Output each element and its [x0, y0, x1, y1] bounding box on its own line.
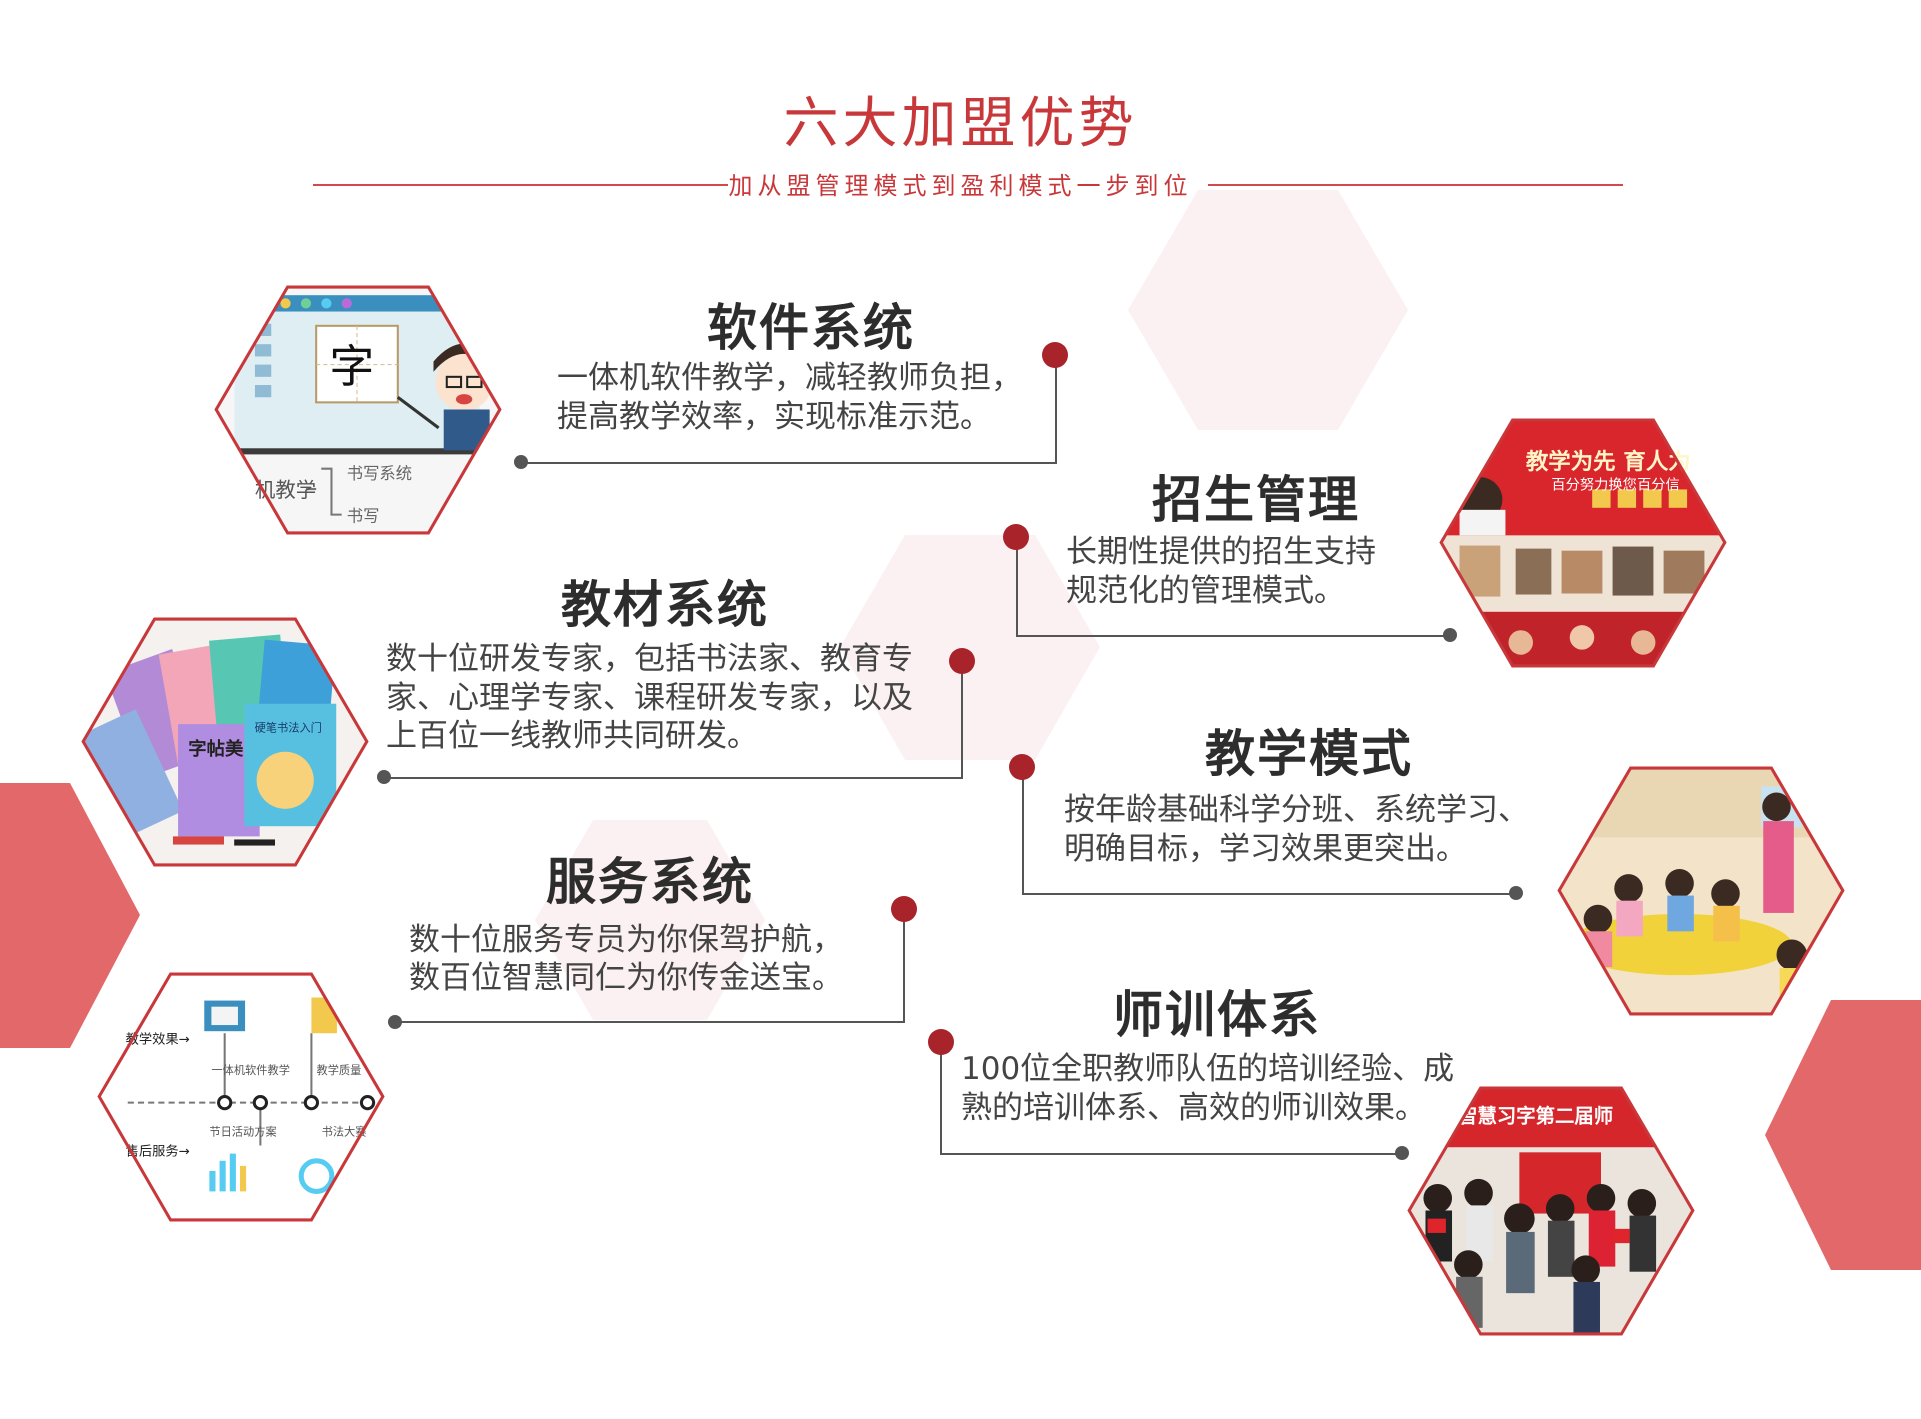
textbook-image-book-2: 硬笔书法入门 [255, 720, 322, 734]
textbook-desc-line-2: 家、心理学专家、课程研发专家，以及 [386, 680, 913, 716]
enrollment-dot-red [1003, 524, 1029, 550]
software-image-branch1: 书写系统 [347, 464, 412, 483]
enrollment-connector [1016, 537, 1452, 637]
textbook-title: 教材系统 [561, 575, 769, 634]
textbook-dot-red [949, 648, 975, 674]
teaching-connector [1022, 768, 1518, 895]
service-image-label-effect: 教学效果→ [126, 1031, 190, 1047]
training-image-banner: 智慧习字第二届师 [1458, 1105, 1613, 1128]
teaching-image-hexagon [1557, 766, 1845, 1016]
enrollment-title: 招生管理 [1152, 470, 1360, 529]
service-dot-red [891, 896, 917, 922]
page-subtitle: 加从盟管理模式到盈利模式一步到位 [728, 172, 1193, 200]
teaching-dot-red [1009, 754, 1035, 780]
service-image-label-software: 一体机软件教学 [211, 1063, 290, 1077]
training-desc-line-2: 熟的培训体系、高效的师训效果。 [961, 1090, 1426, 1126]
service-image-label-after: 售后服务→ [126, 1144, 190, 1160]
teaching-dot-gray [1509, 886, 1523, 900]
software-image-branch2: 书写 [347, 507, 380, 526]
service-desc-line-1: 数十位服务专员为你保驾护航， [409, 922, 843, 958]
textbook-image-book-1: 字帖美 [188, 738, 244, 760]
service-title: 服务系统 [546, 852, 754, 911]
software-title: 软件系统 [707, 298, 915, 357]
service-image-label-quality: 教学质量 [317, 1063, 362, 1077]
enrollment-desc-line-1: 长期性提供的招生支持 [1066, 534, 1376, 570]
teaching-title: 教学模式 [1205, 724, 1413, 783]
software-desc-line-2: 提高教学效率，实现标准示范。 [557, 399, 991, 435]
software-image-char: 字 [329, 340, 374, 393]
software-image-hexagon: 字 机教学 书写系统 书写 [214, 285, 502, 535]
textbook-connector [383, 660, 963, 779]
software-dot-gray [514, 455, 528, 469]
training-title: 师训体系 [1113, 985, 1321, 1044]
textbook-dot-gray [377, 770, 391, 784]
training-dot-red [928, 1029, 954, 1055]
service-connector [394, 909, 905, 1023]
training-desc-line-1: 100位全职教师队伍的培训经验、成 [961, 1051, 1455, 1087]
enrollment-desc-line-2: 规范化的管理模式。 [1066, 573, 1345, 609]
teaching-desc-line-1: 按年龄基础科学分班、系统学习、 [1064, 792, 1529, 828]
service-desc-line-2: 数百位智慧同仁为你传金送宝。 [409, 960, 843, 996]
textbook-desc-line-3: 上百位一线教师共同研发。 [386, 718, 758, 754]
textbook-image-hexagon: 字帖美 硬笔书法入门 [81, 617, 369, 867]
software-desc-line-1: 一体机软件教学，减轻教师负担， [557, 360, 1022, 396]
red-hexagon-left [0, 783, 140, 1048]
red-hexagon-right [1765, 1000, 1921, 1270]
software-dot-red [1042, 342, 1068, 368]
title-divider-left [313, 184, 728, 186]
service-image-label-activity: 节日活动方案 [209, 1124, 276, 1138]
service-dot-gray [388, 1015, 402, 1029]
soft-hexagon-middle [840, 535, 1100, 760]
service-image-label-contest: 书法大赛 [322, 1124, 367, 1138]
enrollment-image-banner-2: 百分努力换您百分信 [1551, 476, 1679, 493]
service-image-hexagon: 教学效果→ 一体机软件教学 教学质量 节日活动方案 书法大赛 售后服务→ [97, 972, 385, 1222]
teaching-desc-line-2: 明确目标，学习效果更突出。 [1064, 831, 1467, 867]
textbook-desc-line-1: 数十位研发专家，包括书法家、教育专 [386, 641, 913, 677]
soft-hexagon-lower [535, 820, 765, 1020]
soft-hexagon-top [1128, 190, 1408, 430]
software-image-caption: 机教学 [255, 478, 316, 502]
training-image-hexagon: 智慧习字第二届师 [1407, 1086, 1695, 1336]
training-dot-gray [1395, 1146, 1409, 1160]
software-connector [521, 355, 1057, 464]
page-title: 六大加盟优势 [783, 91, 1138, 155]
training-connector [940, 1042, 1404, 1155]
enrollment-dot-gray [1443, 628, 1457, 642]
title-divider-right [1208, 184, 1623, 186]
enrollment-image-hexagon: 教学为先 育人为 百分努力换您百分信 [1439, 418, 1727, 668]
enrollment-image-banner-1: 教学为先 育人为 [1526, 448, 1691, 475]
